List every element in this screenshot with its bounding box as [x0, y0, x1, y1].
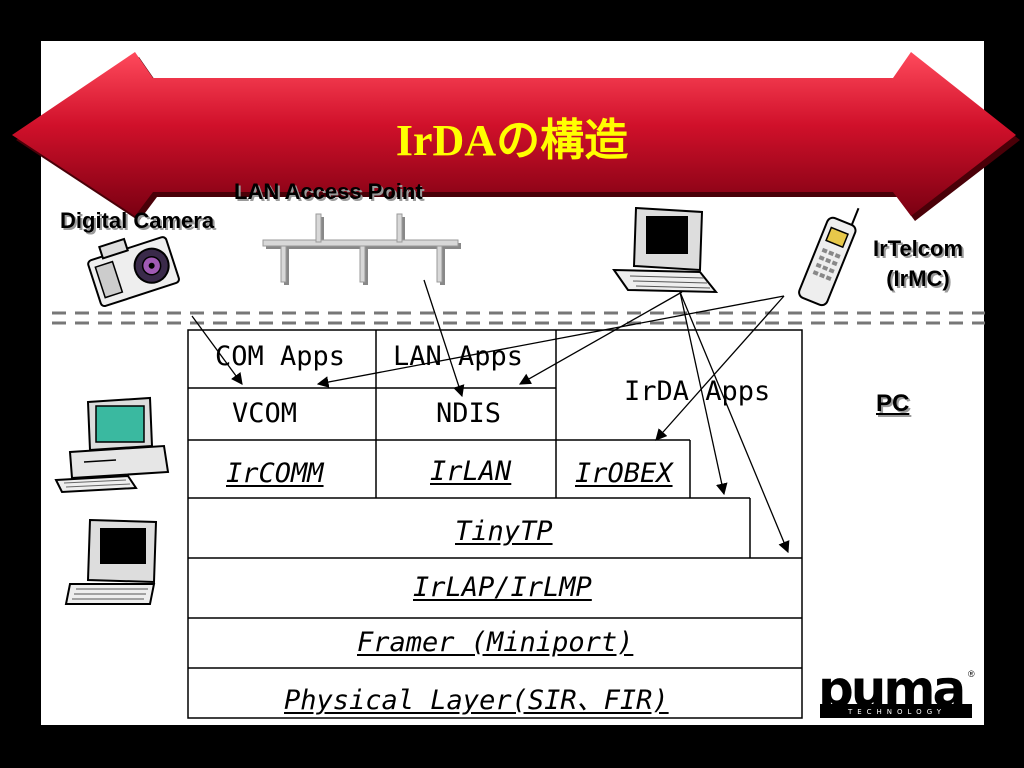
pc-label: PC [876, 390, 910, 417]
irlap-irlmp-cell: IrLAP/IrLMP [413, 572, 592, 603]
logo-registered-mark: ® [968, 669, 975, 679]
logo-subtitle: TECHNOLOGY [822, 708, 972, 717]
digital-camera-label: Digital Camera [60, 208, 215, 233]
dashed-separator [52, 311, 985, 325]
laptop-icon [612, 206, 719, 294]
desktop-pc-icon [54, 396, 170, 494]
irlan-cell: IrLAN [430, 456, 512, 487]
tinytp-cell: TinyTP [455, 516, 553, 547]
slide-title: IrDAの構造 [395, 116, 629, 165]
irda-apps-cell: IrDA Apps [624, 376, 771, 407]
vcom-cell: VCOM [232, 398, 298, 429]
camera-icon [87, 236, 180, 308]
ndis-cell: NDIS [436, 398, 502, 429]
double-arrow-banner [12, 52, 1020, 221]
irtelcom-label: IrTelcom [872, 236, 964, 261]
ircomm-cell: IrCOMM [226, 458, 324, 489]
lan-apps-cell: LAN Apps [393, 341, 524, 372]
mobile-phone-icon [798, 207, 860, 307]
laptop-icon-pc [64, 518, 158, 605]
com-apps-cell: COM Apps [215, 341, 346, 372]
lan-access-point-label: LAN Access Point [234, 179, 423, 204]
protocol-stack-table [187, 329, 803, 719]
puma-logo: puma [818, 660, 966, 718]
physical-layer-cell: Physical Layer(SIR、FIR) [284, 685, 669, 716]
connection-arrows [191, 279, 790, 554]
irmc-label: (IrMC) [886, 266, 950, 291]
network-hub-icon [262, 213, 461, 285]
framer-cell: Framer (Miniport) [357, 627, 634, 658]
irobex-cell: IrOBEX [575, 458, 673, 489]
